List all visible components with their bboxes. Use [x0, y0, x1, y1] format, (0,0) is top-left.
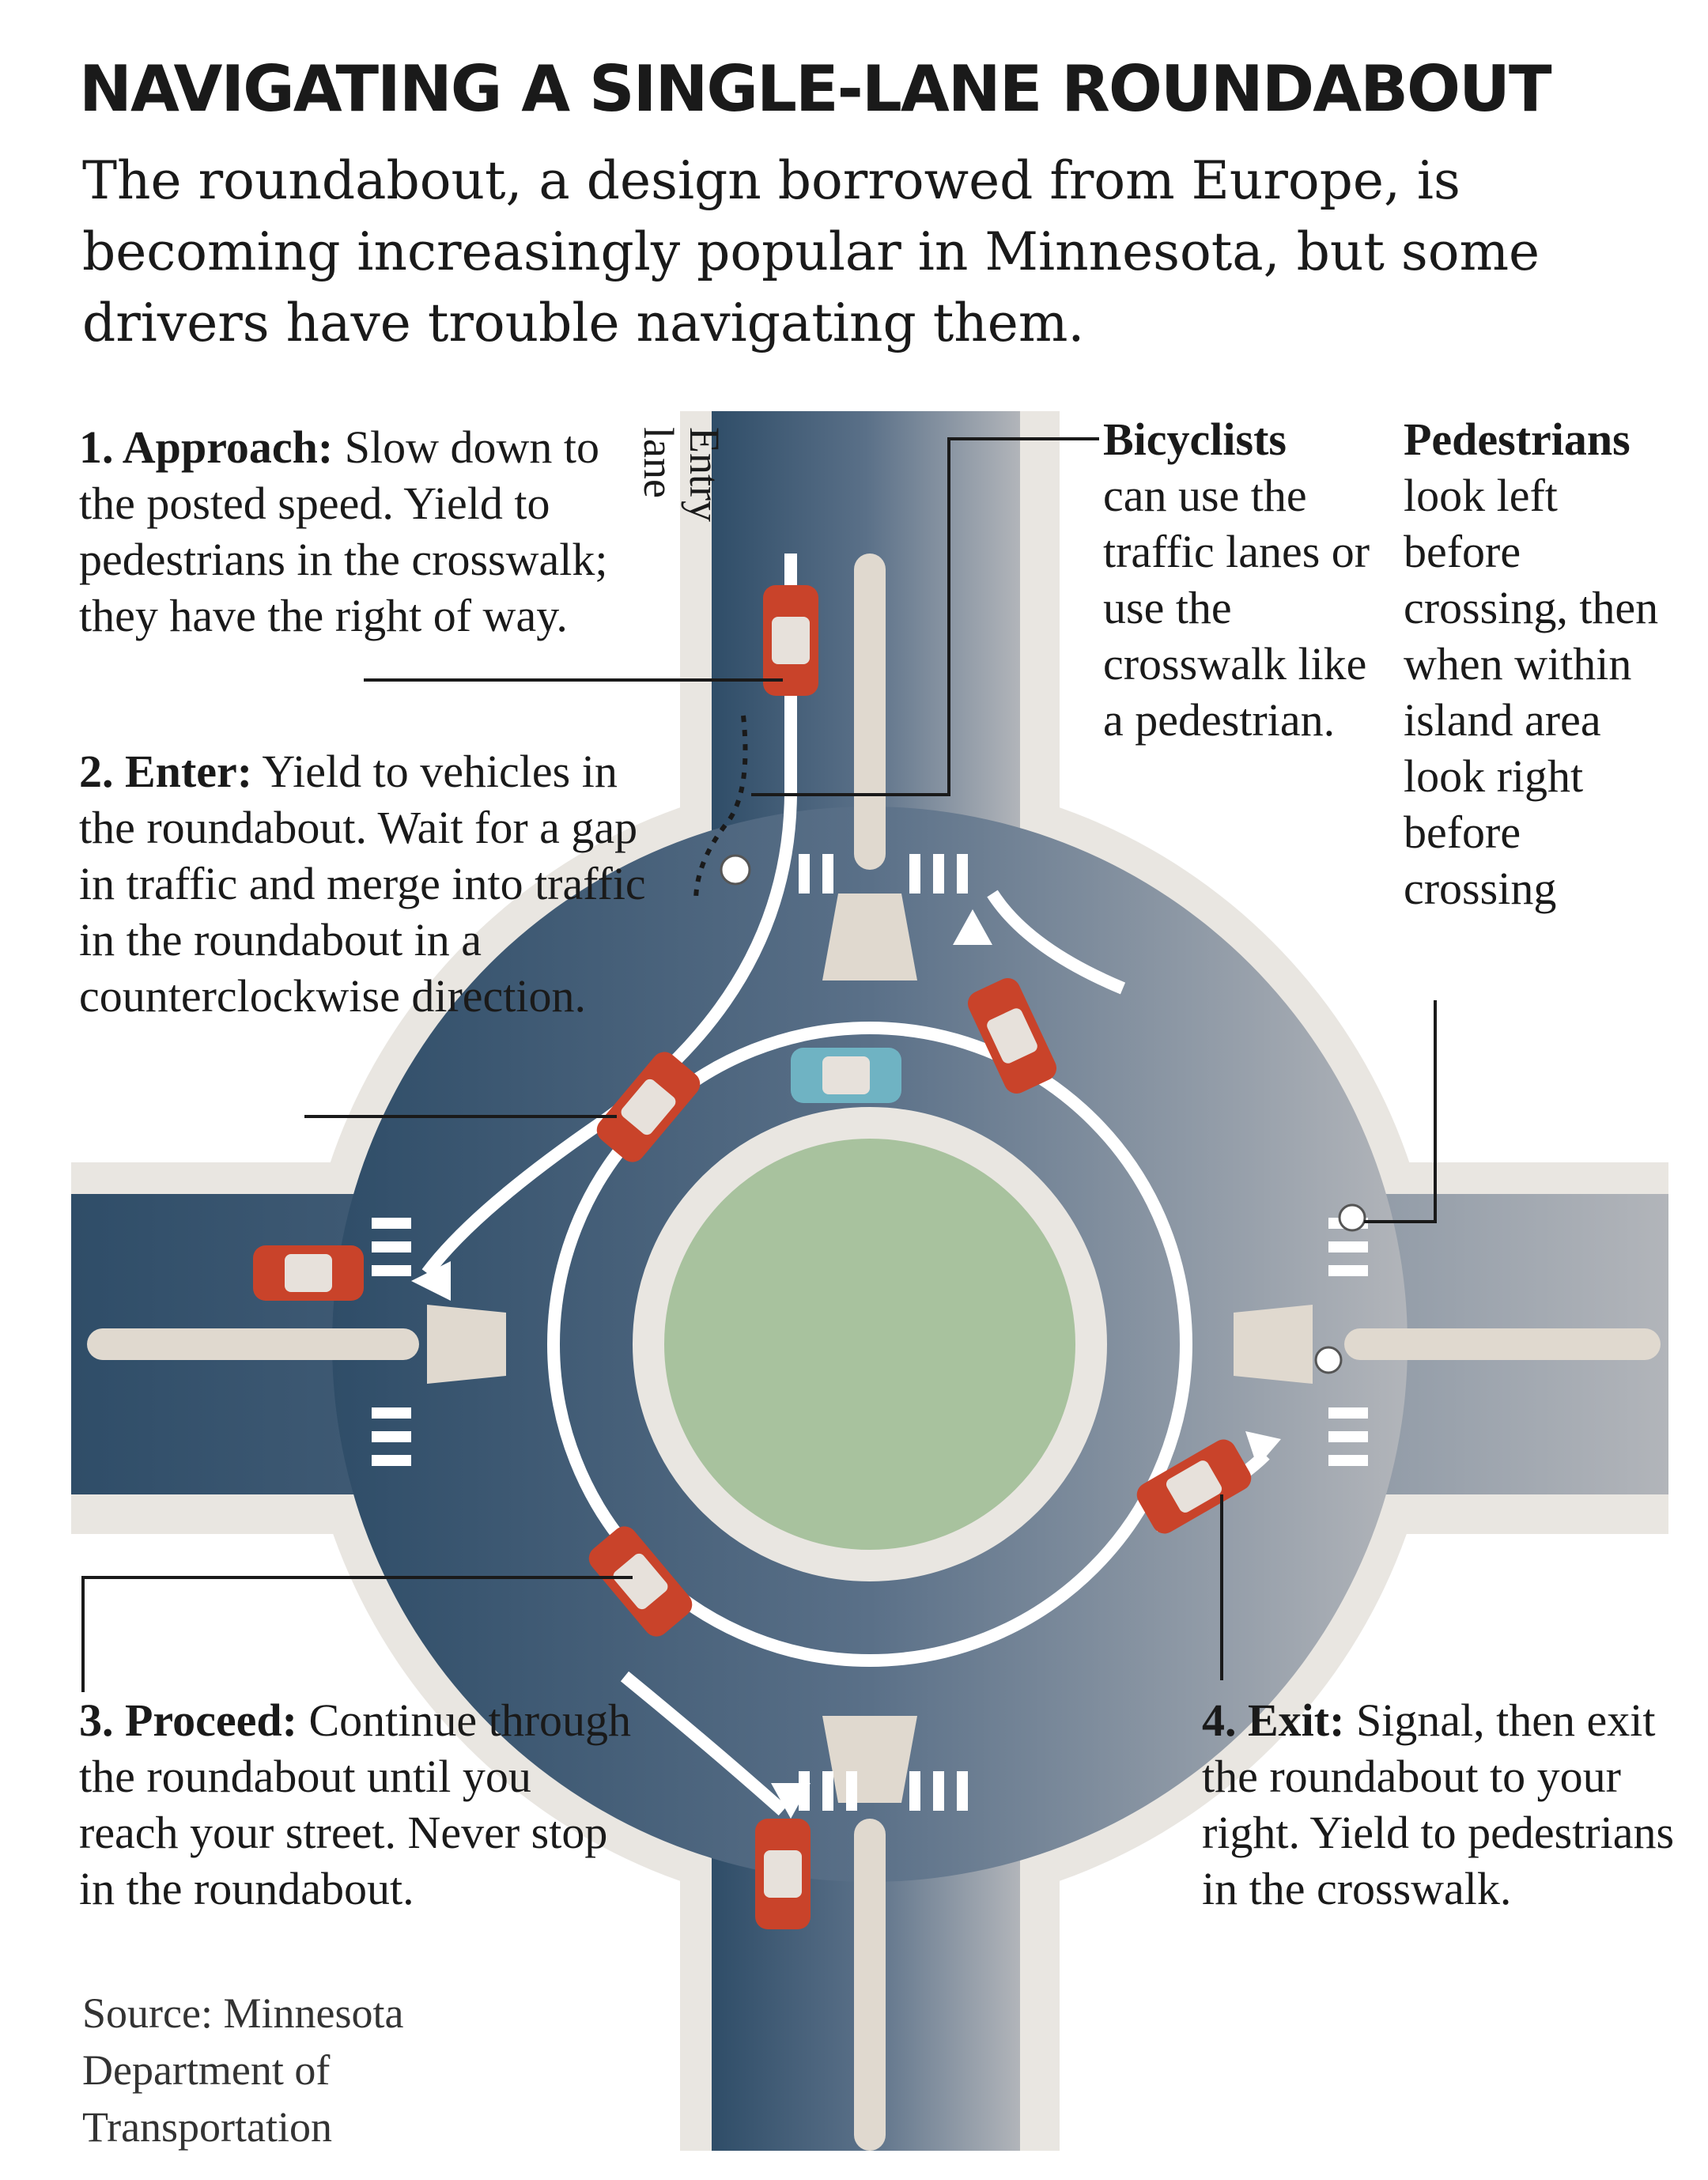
step-enter: 2. Enter: Yield to vehicles in the round…: [79, 743, 648, 1024]
bicyclist-icon: [720, 854, 751, 886]
splitter-islands: [87, 554, 1661, 2151]
arrow-west-icon: [411, 1261, 451, 1301]
step-exit-text: Signal, then exit the roundabout to your…: [1202, 1695, 1675, 1914]
crosswalks: [372, 854, 1368, 1811]
pedestrians-note: Pedestrians look left before crossing, t…: [1404, 411, 1665, 916]
step-proceed-text: Continue through the roundabout until yo…: [79, 1695, 632, 1914]
car-icon: [967, 978, 1057, 1094]
page-title: NAVIGATING A SINGLE-LANE ROUNDABOUT: [79, 52, 1552, 126]
step-enter-text: Yield to vehicles in the roundabout. Wai…: [79, 746, 646, 1022]
step-proceed-heading: 3. Proceed:: [79, 1695, 297, 1746]
pedestrians-text: look left before crossing, then when wit…: [1404, 470, 1659, 914]
arrow-south-icon: [771, 1783, 811, 1819]
central-island: [633, 1107, 1107, 1581]
step-approach-text: Slow down to the posted speed. Yield to …: [79, 421, 608, 641]
step-enter-heading: 2. Enter:: [79, 746, 253, 797]
pedestrians-heading: Pedestrians: [1404, 414, 1631, 465]
step-approach-heading: 1. Approach:: [79, 421, 334, 473]
bicyclist-path: [693, 715, 748, 902]
car-icon: [791, 1048, 901, 1103]
source-note: Source: Minnesota Department of Transpor…: [82, 1989, 404, 2151]
step-approach: 1. Approach: Slow down to the posted spe…: [79, 419, 648, 644]
car-icon: [1136, 1439, 1252, 1534]
cars: [253, 585, 1252, 1929]
arrow-east-icon: [1245, 1431, 1281, 1467]
entry-lane-label: Entry lane: [635, 427, 728, 522]
car-icon: [588, 1526, 693, 1637]
pedestrian-icon: [1338, 1203, 1366, 1232]
subtitle: The roundabout, a design borrowed from E…: [82, 150, 1540, 353]
step-exit-heading: 4. Exit:: [1202, 1695, 1345, 1746]
pedestrian-icon: [1314, 1346, 1343, 1374]
leader-lines: [81, 437, 1437, 1692]
arrow-north-icon: [953, 909, 992, 945]
car-icon: [755, 1819, 811, 1929]
direction-arrows: [411, 909, 1281, 1819]
bicyclists-text: can use the traffic lanes or use the cro…: [1103, 470, 1370, 746]
car-icon: [596, 1052, 701, 1162]
step-exit: 4. Exit: Signal, then exit the roundabou…: [1202, 1692, 1676, 1917]
car-icon: [763, 585, 818, 696]
car-icon: [253, 1245, 364, 1301]
bicyclists-note: Bicyclists can use the traffic lanes or …: [1103, 411, 1372, 748]
bicyclists-heading: Bicyclists: [1103, 414, 1287, 465]
step-proceed: 3. Proceed: Continue through the roundab…: [79, 1692, 633, 1917]
pedestrian-icons: [720, 854, 1366, 1374]
